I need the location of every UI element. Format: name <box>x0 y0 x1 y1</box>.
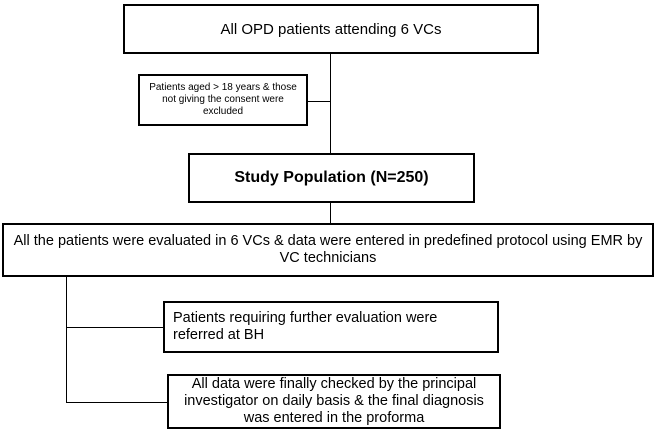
box-study-population-text: Study Population (N=250) <box>234 169 429 186</box>
box-referral: Patients requiring further evaluation we… <box>163 301 499 353</box>
box-final-check: All data were finally checked by the pri… <box>167 374 501 429</box>
box-all-opd-patients: All OPD patients attending 6 VCs <box>123 4 539 54</box>
box-final-check-text: All data were finally checked by the pri… <box>184 376 484 426</box>
connector-top-to-study <box>330 54 331 153</box>
connector-to-final-check <box>66 402 167 403</box>
connector-eval-branch <box>66 277 67 403</box>
box-exclusion-criteria: Patients aged > 18 years & those not giv… <box>138 74 308 126</box>
box-all-opd-patients-text: All OPD patients attending 6 VCs <box>220 20 442 38</box>
box-evaluation-text: All the patients were evaluated in 6 VCs… <box>13 233 643 266</box>
connector-to-referral <box>66 327 163 328</box>
connector-study-to-eval <box>330 203 331 223</box>
connector-to-exclusion <box>308 101 330 102</box>
box-evaluation: All the patients were evaluated in 6 VCs… <box>2 223 654 277</box>
box-study-population: Study Population (N=250) <box>188 153 475 203</box>
box-referral-text: Patients requiring further evaluation we… <box>173 310 438 343</box>
box-exclusion-criteria-text: Patients aged > 18 years & those not giv… <box>149 82 297 117</box>
